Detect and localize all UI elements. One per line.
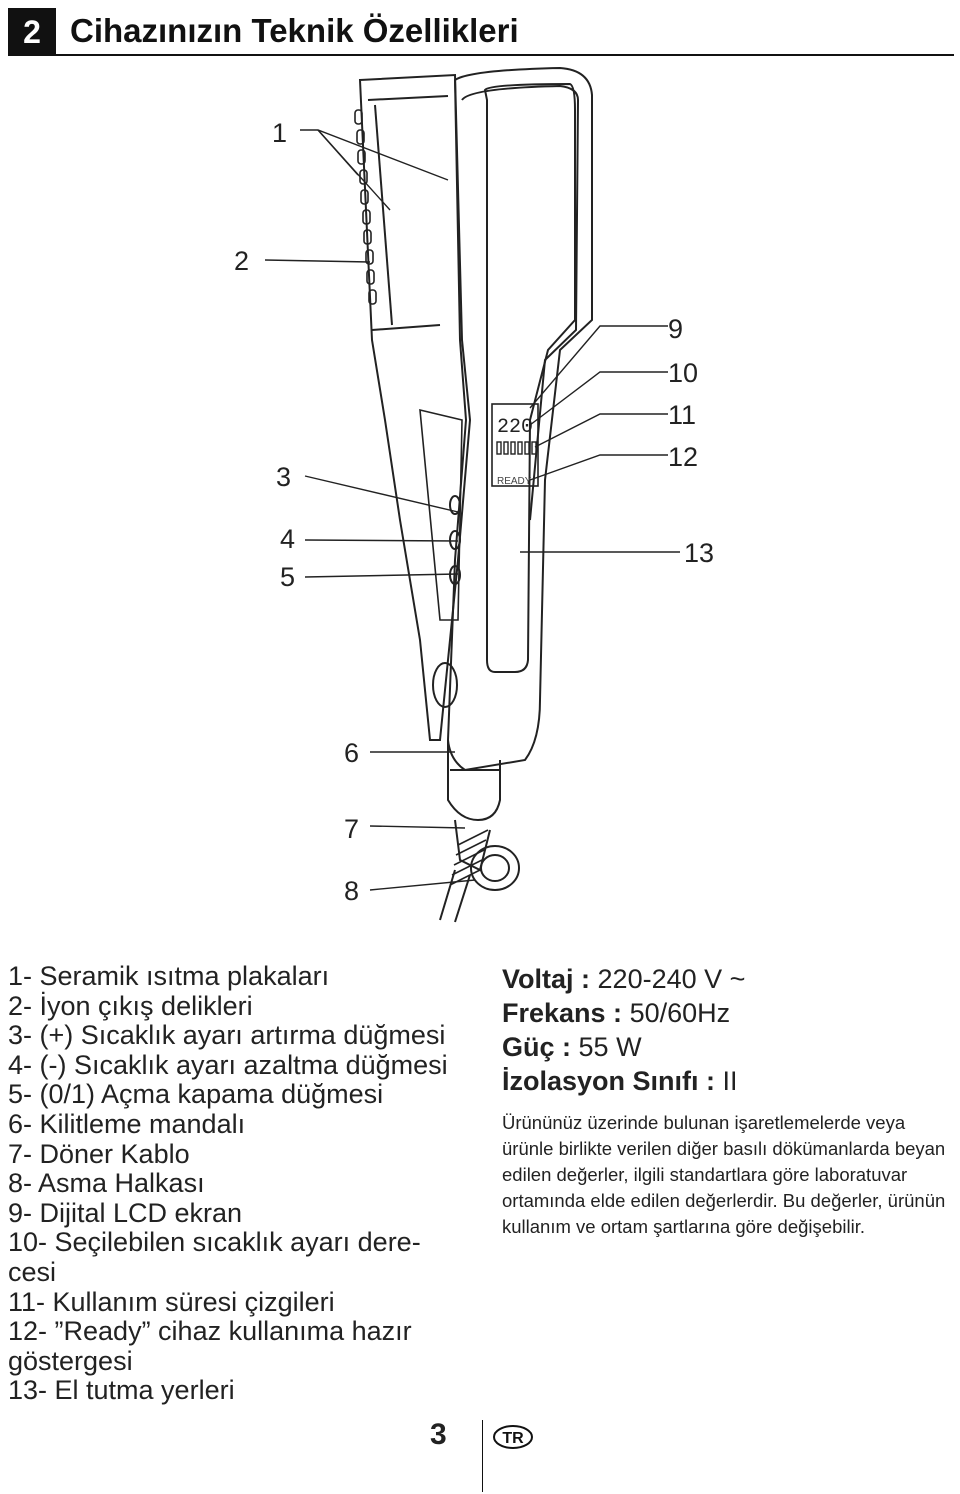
callout-11: 11 [668, 400, 697, 430]
callout-2: 2 [234, 246, 250, 276]
ion-holes [354, 109, 377, 305]
callout-7: 7 [344, 814, 360, 844]
list-item: 5- (0/1) Açma kapama düğmesi [8, 1079, 384, 1110]
section-number: 2 [8, 8, 56, 56]
usage-bars [496, 441, 537, 455]
list-item: 3- (+) Sıcaklık ayarı artırma düğmesi [8, 1020, 446, 1051]
device-illustration: 220 READY [0, 60, 960, 940]
compliance-note: Ürününüz üzerinde bulunan işaretlemelerd… [502, 1112, 946, 1237]
footer-divider [482, 1420, 483, 1492]
list-item: 1- Seramik ısıtma plakaları [8, 961, 330, 991]
callout-6: 6 [344, 738, 360, 768]
callout-8: 8 [344, 876, 360, 906]
list-item: cesi [8, 1256, 57, 1287]
minus-button [449, 530, 461, 550]
list-item: 7- Döner Kablo [8, 1138, 190, 1169]
hanging-ring [470, 845, 520, 891]
list-item: 10- Seçilebilen sıcaklık ayarı dere- [8, 1227, 421, 1258]
section-title: Cihazınızın Teknik Özellikleri [70, 12, 519, 49]
list-item: göstergesi [8, 1345, 133, 1376]
lock-latch [432, 662, 458, 708]
spec-frequency: Frekans : 50/60Hz [502, 998, 731, 1028]
callout-10: 10 [668, 358, 699, 388]
header-rule [8, 54, 954, 56]
technical-specs: Voltaj : 220-240 V ~ Frekans : 50/60Hz G… [502, 962, 952, 1240]
language-badge-icon: TR [493, 1425, 533, 1449]
list-item: 8- Asma Halkası [8, 1168, 205, 1199]
list-item: 6- Kilitleme mandalı [8, 1108, 246, 1139]
section-header: 2 Cihazınızın Teknik Özellikleri [8, 8, 954, 56]
callout-13: 13 [684, 538, 715, 568]
list-item: 9- Dijital LCD ekran [8, 1197, 243, 1228]
callout-3: 3 [276, 462, 292, 492]
list-item: 2- İyon çıkış delikleri [8, 990, 253, 1021]
parts-list: 1- Seramik ısıtma plakaları 2- İyon çıkı… [8, 961, 478, 1406]
callout-9: 9 [668, 314, 684, 344]
language-badge-text: TR [502, 1430, 524, 1447]
callout-1: 1 [272, 118, 288, 148]
lcd-value: 220 [497, 416, 533, 439]
hair-straightener-drawing: 220 READY [264, 66, 680, 923]
spec-insulation-class: İzolasyon Sınıfı : II [502, 1066, 738, 1096]
list-item: 4- (-) Sıcaklık ayarı azaltma düğmesi [8, 1049, 448, 1080]
power-button [449, 565, 461, 585]
spec-voltage: Voltaj : 220-240 V ~ [502, 964, 746, 994]
lcd-status: READY [497, 476, 532, 487]
callout-12: 12 [668, 442, 699, 472]
page-number: 3 [430, 1418, 447, 1451]
list-item: 13- El tutma yerleri [8, 1375, 235, 1406]
spec-power: Güç : 55 W [502, 1032, 642, 1062]
callout-4: 4 [280, 524, 296, 554]
callout-5: 5 [280, 562, 296, 592]
plus-button [449, 495, 461, 515]
list-item: 12- ”Ready” cihaz kullanıma hazır [8, 1316, 412, 1347]
list-item: 11- Kullanım süresi çizgileri [8, 1286, 335, 1317]
